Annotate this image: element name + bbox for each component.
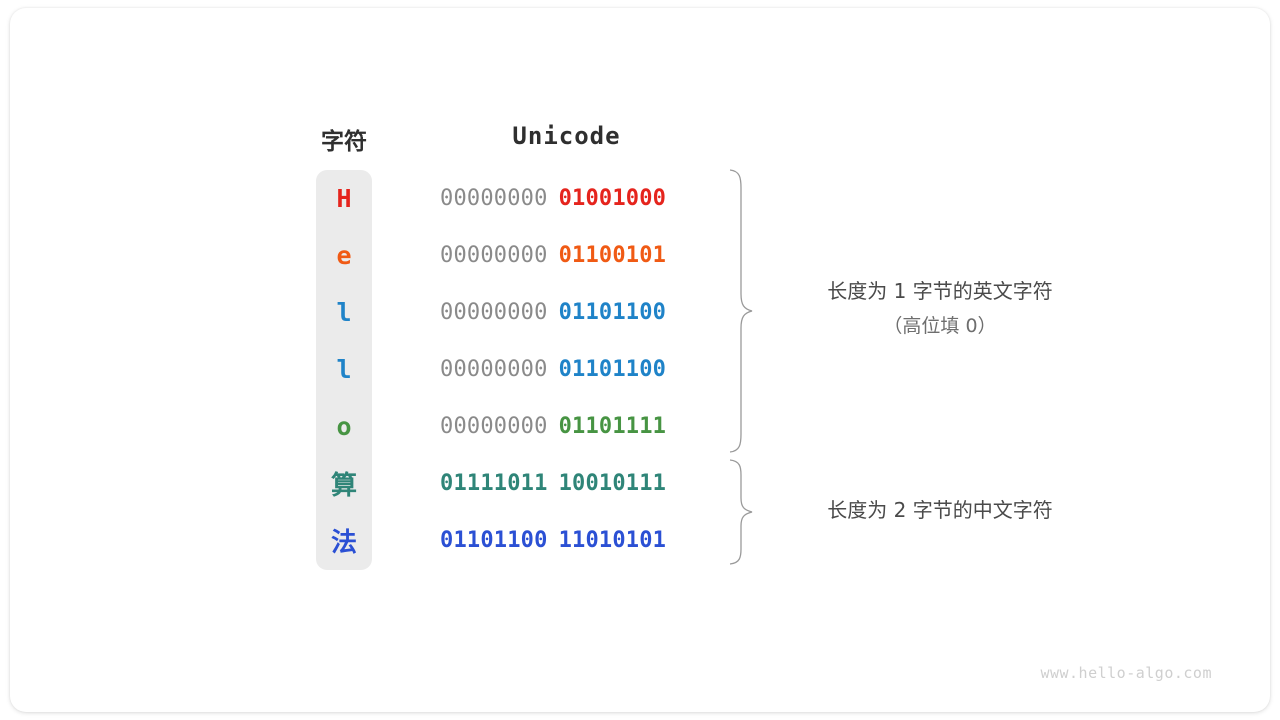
column-header-unicode: Unicode	[512, 122, 621, 150]
binary-high-byte: 00000000	[440, 414, 548, 439]
binary-row: 00000000 01100101	[440, 227, 700, 284]
annotation-ascii-line2: （高位填 0）	[883, 315, 997, 337]
char-glyph: l	[336, 355, 352, 384]
char-cell: 算	[316, 455, 372, 512]
char-glyph: 法	[330, 528, 357, 558]
char-glyph: l	[336, 298, 352, 327]
char-glyph: 算	[330, 471, 357, 501]
annotation-ascii: 长度为 1 字节的英文字符 （高位填 0）	[770, 273, 1110, 343]
char-cell: l	[316, 341, 372, 398]
binary-row: 00000000 01101111	[440, 398, 700, 455]
annotation-cjk: 长度为 2 字节的中文字符	[770, 492, 1110, 528]
binary-high-byte: 01111011	[440, 471, 548, 496]
binary-high-byte: 00000000	[440, 357, 548, 382]
binary-high-byte: 00000000	[440, 243, 548, 268]
binary-row: 01111011 10010111	[440, 455, 700, 512]
char-cell: o	[316, 398, 372, 455]
binary-low-byte: 11010101	[558, 528, 667, 553]
char-glyph: H	[336, 184, 352, 213]
binary-low-byte: 01101100	[558, 357, 667, 382]
char-cell: 法	[316, 512, 372, 569]
annotation-cjk-line1: 长度为 2 字节的中文字符	[827, 498, 1053, 522]
char-glyph: o	[336, 412, 352, 441]
binary-low-byte: 01100101	[558, 243, 667, 268]
binary-high-byte: 00000000	[440, 186, 548, 211]
binary-row: 01101100 11010101	[440, 512, 700, 569]
binary-row: 00000000 01001000	[440, 170, 700, 227]
binary-low-byte: 10010111	[558, 471, 667, 496]
char-cell: H	[316, 170, 372, 227]
char-glyph: e	[336, 241, 352, 270]
column-header-char: 字符	[321, 128, 367, 154]
binary-row: 00000000 01101100	[440, 284, 700, 341]
binary-row: 00000000 01101100	[440, 341, 700, 398]
annotation-ascii-line1: 长度为 1 字节的英文字符	[827, 279, 1053, 303]
binary-low-byte: 01101111	[558, 414, 667, 439]
brace-ascii	[729, 169, 753, 453]
binary-high-byte: 01101100	[440, 528, 548, 553]
char-cell: l	[316, 284, 372, 341]
binary-low-byte: 01001000	[558, 186, 667, 211]
binary-high-byte: 00000000	[440, 300, 548, 325]
char-cell: e	[316, 227, 372, 284]
brace-cjk	[729, 459, 753, 565]
watermark: www.hello-algo.com	[1040, 664, 1212, 682]
binary-low-byte: 01101100	[558, 300, 667, 325]
